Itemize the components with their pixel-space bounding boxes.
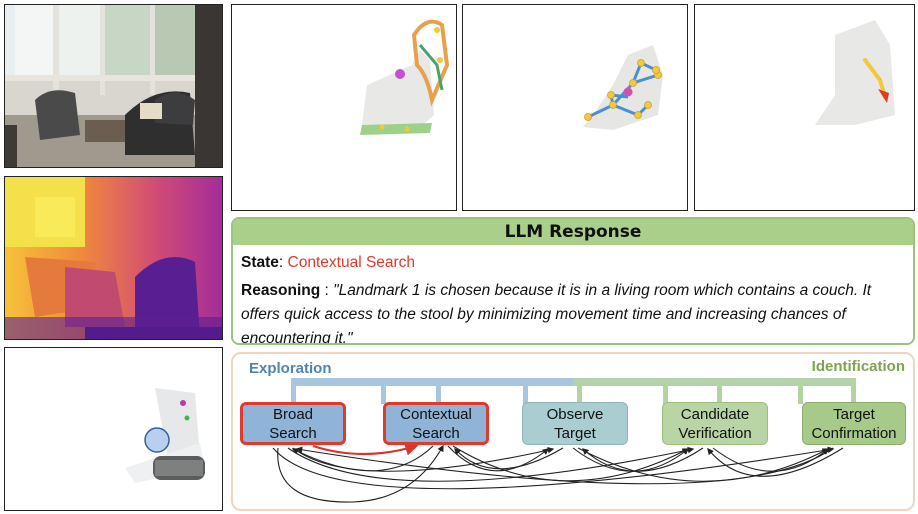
rgb-observation-panel	[4, 4, 223, 168]
map-panel-2	[462, 4, 688, 211]
reasoning-line: Reasoning : "Landmark 1 is chosen becaus…	[241, 282, 872, 345]
topdown-map-1	[360, 19, 450, 135]
reasoning-label: Reasoning	[241, 282, 321, 299]
map-panel-1	[231, 4, 457, 211]
map-panel-3	[694, 4, 915, 211]
node-contextual-search: Contextual Search	[383, 402, 489, 445]
transition-arrows	[272, 378, 856, 503]
state-line: State: Contextual Search	[241, 254, 416, 271]
node-target-confirmation: Target Confirmation	[802, 402, 906, 445]
node-observe-target: Observe Target	[522, 402, 628, 445]
topdown-map-3	[815, 20, 895, 125]
agent-3d-view-image	[5, 348, 222, 510]
topdown-map-2	[583, 45, 663, 130]
agent-3d-view-panel	[4, 347, 223, 511]
identification-label: Identification	[811, 358, 905, 375]
llm-response-title: LLM Response	[233, 219, 913, 245]
exploration-label: Exploration	[249, 360, 332, 377]
living-room-image	[5, 5, 222, 167]
llm-response-box: LLM Response State: Contextual Search Re…	[231, 217, 915, 345]
reasoning-value: "Landmark 1 is chosen because it is in a…	[241, 282, 872, 345]
node-broad-search: Broad Search	[240, 402, 346, 445]
state-transition-diagram: Exploration Identification Broad Search …	[231, 352, 915, 511]
state-label: State	[241, 254, 279, 271]
node-candidate-verification: Candidate Verification	[662, 402, 768, 445]
state-value: Contextual Search	[287, 254, 416, 271]
depth-map-image	[5, 177, 222, 339]
depth-map-panel	[4, 176, 223, 340]
